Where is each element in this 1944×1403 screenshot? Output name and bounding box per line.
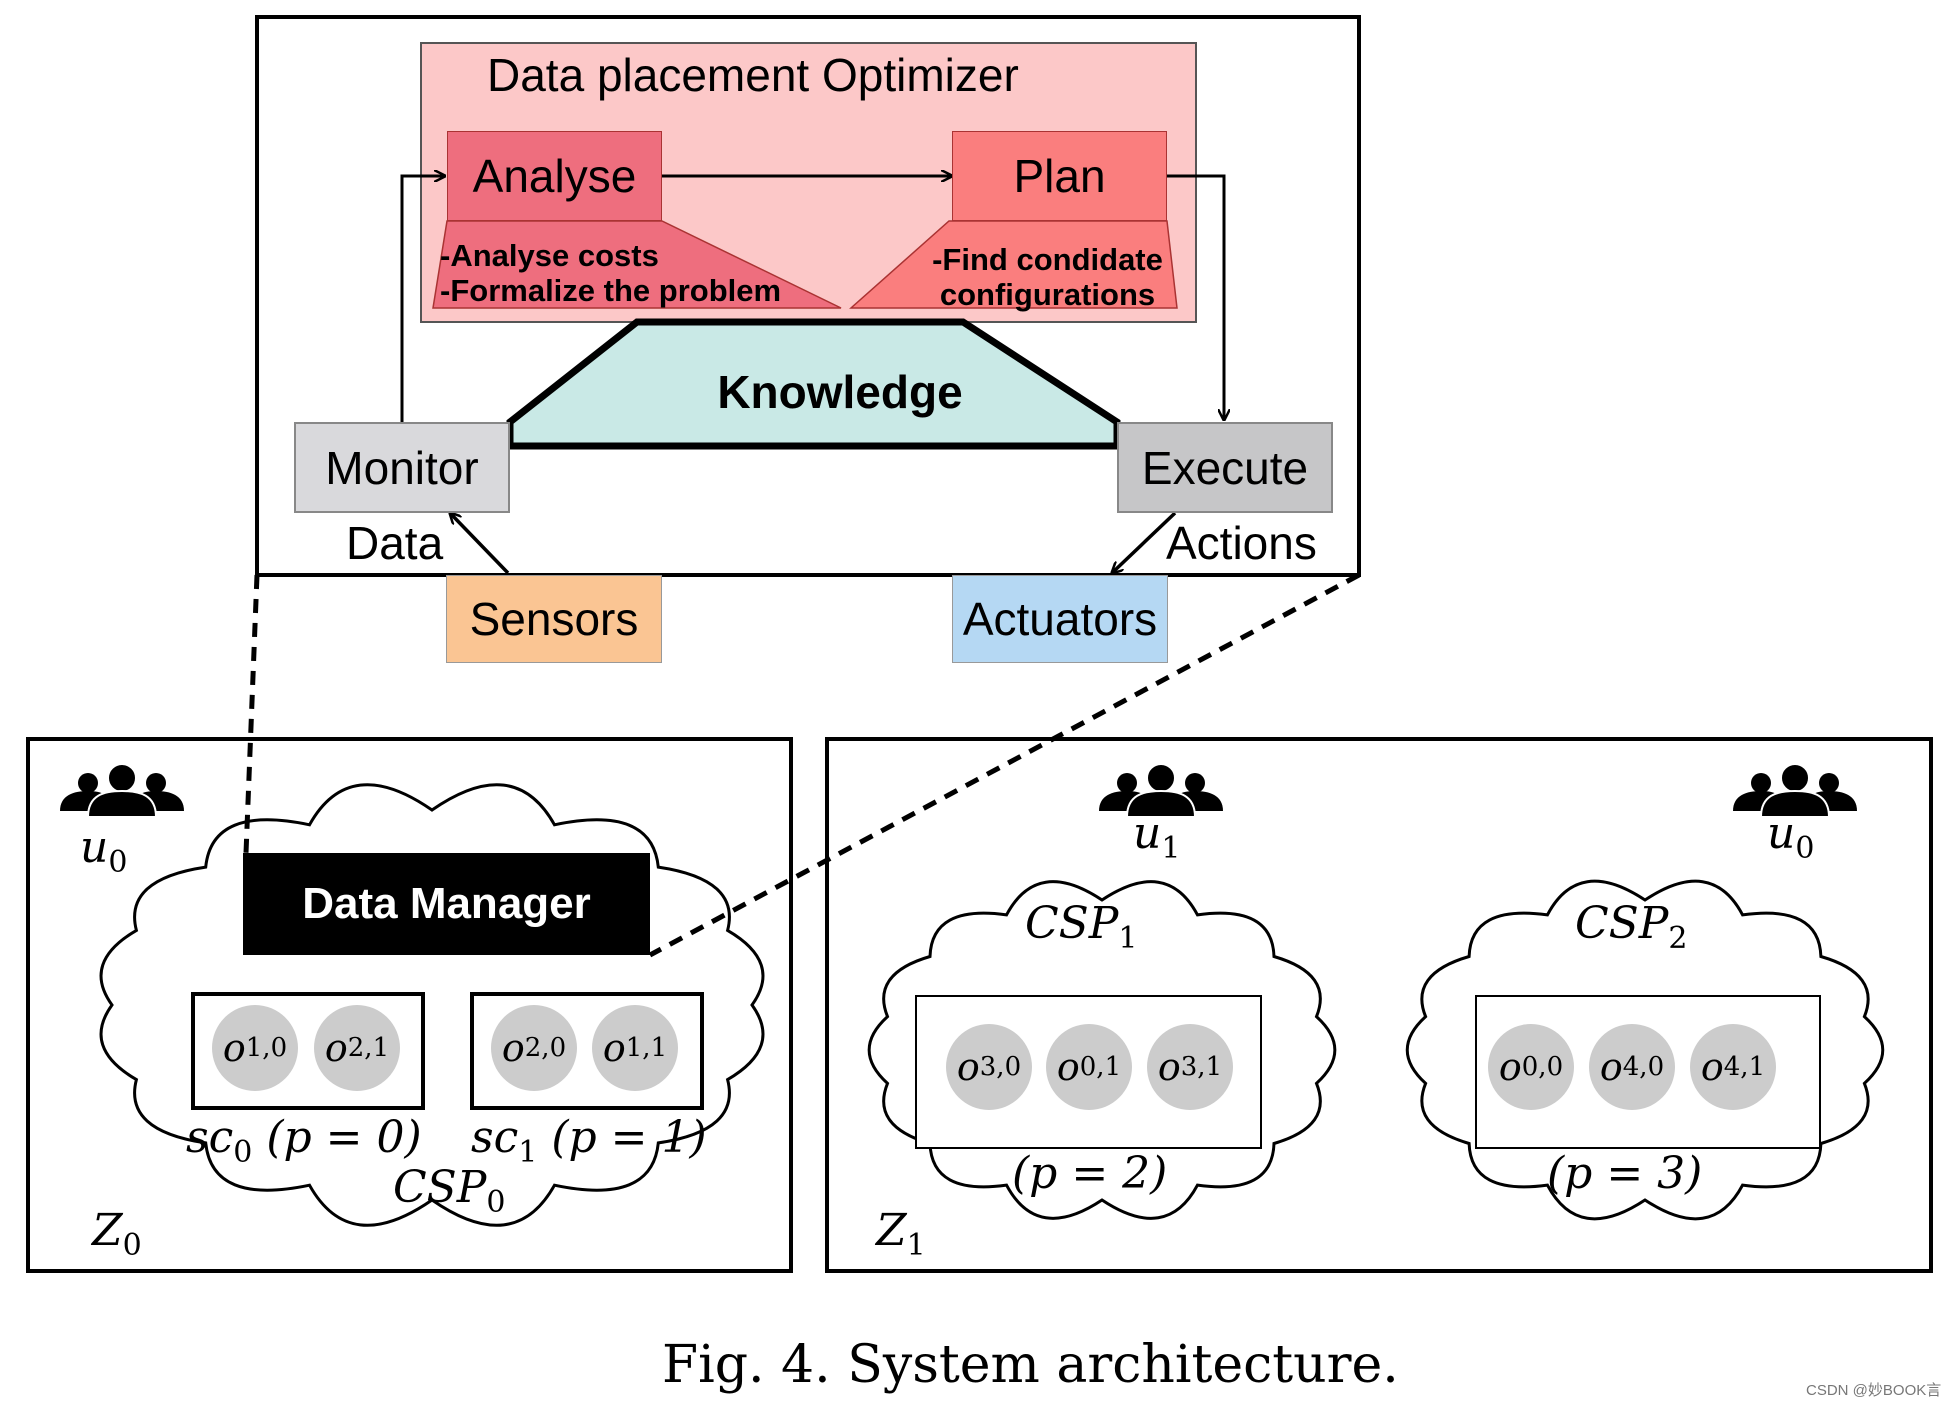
cloud-csp1 xyxy=(867,880,1337,1220)
zone-label-z1: Z1 xyxy=(876,1205,926,1263)
actuators-label: Actuators xyxy=(962,593,1158,645)
data-manager-label: Data Manager xyxy=(302,879,591,928)
monitor-label: Monitor xyxy=(325,441,479,494)
plan-label: Plan xyxy=(1013,150,1106,202)
sensors-to-monitor-arrow xyxy=(450,513,510,575)
analyse-bullet: -Formalize the problem xyxy=(440,273,782,308)
sensors-label: Sensors xyxy=(469,593,639,645)
actions-flow-label: Actions xyxy=(1166,517,1317,569)
mapek-frame xyxy=(255,15,1361,577)
cloud-label-csp0: CSP0 xyxy=(393,1162,506,1220)
figure-caption: Fig. 4. System architecture. xyxy=(662,1335,1399,1395)
analyse-box: Analyse xyxy=(447,131,662,221)
partition-label-p2: (p = 2) xyxy=(1012,1148,1168,1199)
user-label-u1: u1 xyxy=(1133,808,1181,866)
data-manager-box: Data Manager xyxy=(243,853,650,955)
monitor-to-analyse-arrow xyxy=(400,176,445,422)
execute-to-actuators-arrow xyxy=(1112,511,1177,573)
users-icon xyxy=(1099,763,1223,818)
plan-to-execute-arrow xyxy=(1167,174,1224,420)
zone-z0-frame xyxy=(26,737,793,1273)
sub-cloud-label-sc1: sc1 (p = 1) xyxy=(471,1112,707,1170)
sub-cloud-label-sc0: sc0 (p = 0) xyxy=(186,1112,422,1170)
data-flow-label: Data xyxy=(346,517,444,569)
execute-label: Execute xyxy=(1141,441,1309,494)
plan-bullet: configurations xyxy=(939,277,1156,312)
users-icon xyxy=(1733,763,1857,818)
sensors-box: Sensors xyxy=(446,575,662,663)
plan-bullets: -Find condidate configurations xyxy=(915,242,1180,312)
user-label-u0: u0 xyxy=(80,822,128,880)
cloud-csp0 xyxy=(99,783,765,1227)
analyse-bullet: -Analyse costs xyxy=(440,238,659,273)
plan-box: Plan xyxy=(952,131,1167,221)
knowledge-label: Knowledge xyxy=(717,366,963,418)
plan-bullet: -Find condidate xyxy=(932,242,1163,277)
partition-label-p3: (p = 3) xyxy=(1547,1148,1703,1199)
cloud-label-csp1: CSP1 xyxy=(1025,898,1138,956)
zoom-line-left xyxy=(243,574,260,854)
users-icon xyxy=(60,763,184,818)
zone-label-z0: Z0 xyxy=(92,1205,142,1263)
analyse-tail xyxy=(432,220,842,309)
cloud-csp2 xyxy=(1405,879,1885,1221)
monitor-box: Monitor xyxy=(294,422,510,513)
analyse-bullets: -Analyse costs -Formalize the problem xyxy=(440,238,781,308)
execute-box: Execute xyxy=(1117,422,1333,513)
plan-tail xyxy=(849,220,1178,309)
optimizer-title: Data placement Optimizer xyxy=(487,49,1019,101)
zone-z1-frame xyxy=(825,737,1933,1273)
actuators-box: Actuators xyxy=(952,575,1168,663)
analyse-label: Analyse xyxy=(472,150,637,202)
watermark: CSDN @妙BOOK言 xyxy=(1806,1382,1942,1399)
cloud-label-csp2: CSP2 xyxy=(1575,898,1688,956)
user-label-u0-z1: u0 xyxy=(1767,808,1815,866)
